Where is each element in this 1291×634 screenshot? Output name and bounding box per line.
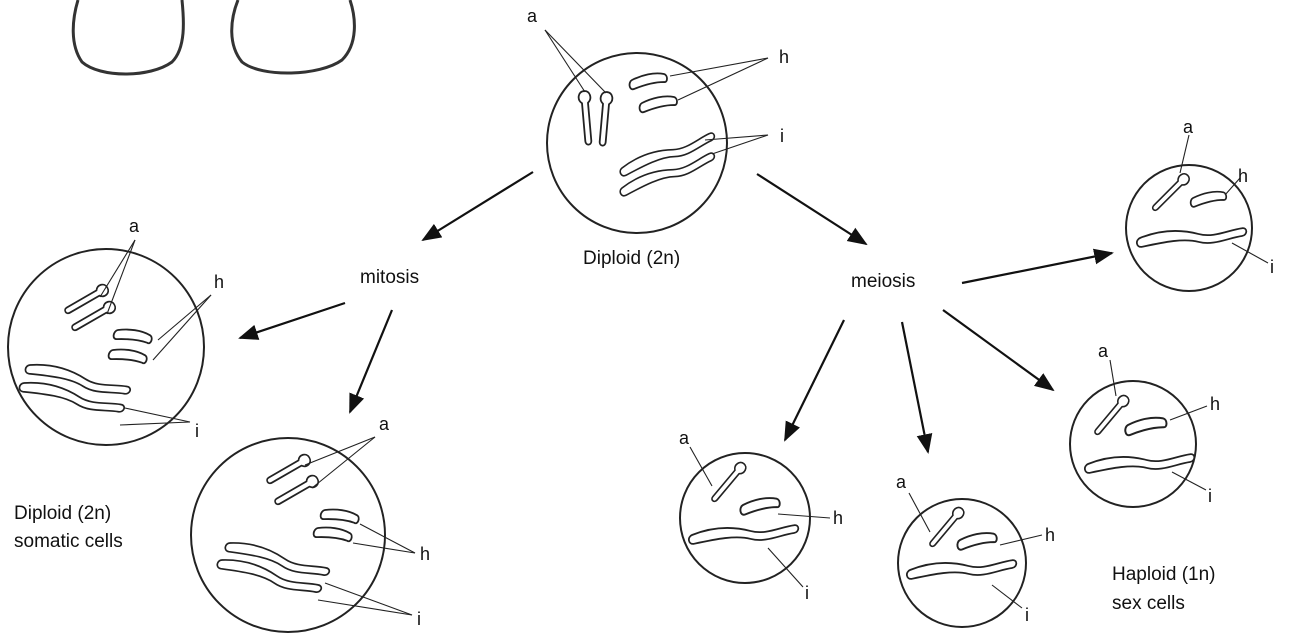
- mitosis-label: mitosis: [360, 267, 419, 288]
- meiosis-tr-label-h: h: [1238, 166, 1248, 186]
- arrow-to-mitosis: [421, 171, 534, 242]
- meiosis-cell-bottom-right: [1069, 359, 1208, 508]
- mitosis-daughter-cell-1: [7, 239, 212, 446]
- meiosis-bm-label-h: h: [1045, 525, 1055, 545]
- haploid-caption-line1: Haploid (1n): [1112, 564, 1216, 585]
- meiosis-cell-bottom-middle: [897, 492, 1043, 628]
- arrow-meiosis-bottom-right: [942, 309, 1055, 392]
- meiosis-br-label-h: h: [1210, 394, 1220, 414]
- mitosis-cell1-label-a: a: [129, 216, 140, 236]
- meiosis-cell-bottom-left: [679, 446, 831, 588]
- partial-cell-right: [230, 0, 356, 75]
- arrow-meiosis-bottom-middle: [900, 321, 933, 454]
- parent-label-i: i: [780, 126, 784, 146]
- arrow-mitosis-left: [238, 301, 346, 340]
- arrow-to-meiosis: [756, 173, 868, 246]
- meiosis-br-label-i: i: [1208, 486, 1212, 506]
- meiosis-bl-label-i: i: [805, 583, 809, 603]
- parent-cell-caption: Diploid (2n): [583, 248, 680, 269]
- meiosis-tr-label-i: i: [1270, 257, 1274, 277]
- arrow-meiosis-top-right: [961, 248, 1114, 285]
- parent-label-a: a: [527, 6, 538, 26]
- mitosis-cell2-label-h: h: [420, 544, 430, 564]
- arrow-meiosis-bottom-left: [784, 319, 845, 442]
- meiosis-bm-label-a: a: [896, 472, 907, 492]
- mitosis-cell2-label-i: i: [417, 609, 421, 629]
- meiosis-cell-top-right: [1125, 134, 1269, 292]
- meiosis-bl-label-h: h: [833, 508, 843, 528]
- arrow-mitosis-down: [348, 309, 394, 414]
- meiosis-tr-label-a: a: [1183, 117, 1194, 137]
- mitosis-cell1-label-h: h: [214, 272, 224, 292]
- haploid-caption-line2: sex cells: [1112, 593, 1185, 614]
- meiosis-label: meiosis: [851, 271, 915, 292]
- parent-diploid-cell: [544, 29, 769, 234]
- mitosis-cell1-label-i: i: [195, 421, 199, 441]
- partial-cell-left: [71, 0, 185, 76]
- parent-label-h: h: [779, 47, 789, 67]
- mitosis-cell2-label-a: a: [379, 414, 390, 434]
- meiosis-bl-label-a: a: [679, 428, 690, 448]
- mitosis-daughter-cell-2: [190, 436, 416, 633]
- somatic-caption-line1: Diploid (2n): [14, 503, 111, 524]
- meiosis-bm-label-i: i: [1025, 605, 1029, 625]
- somatic-caption-line2: somatic cells: [14, 531, 123, 552]
- meiosis-br-label-a: a: [1098, 341, 1109, 361]
